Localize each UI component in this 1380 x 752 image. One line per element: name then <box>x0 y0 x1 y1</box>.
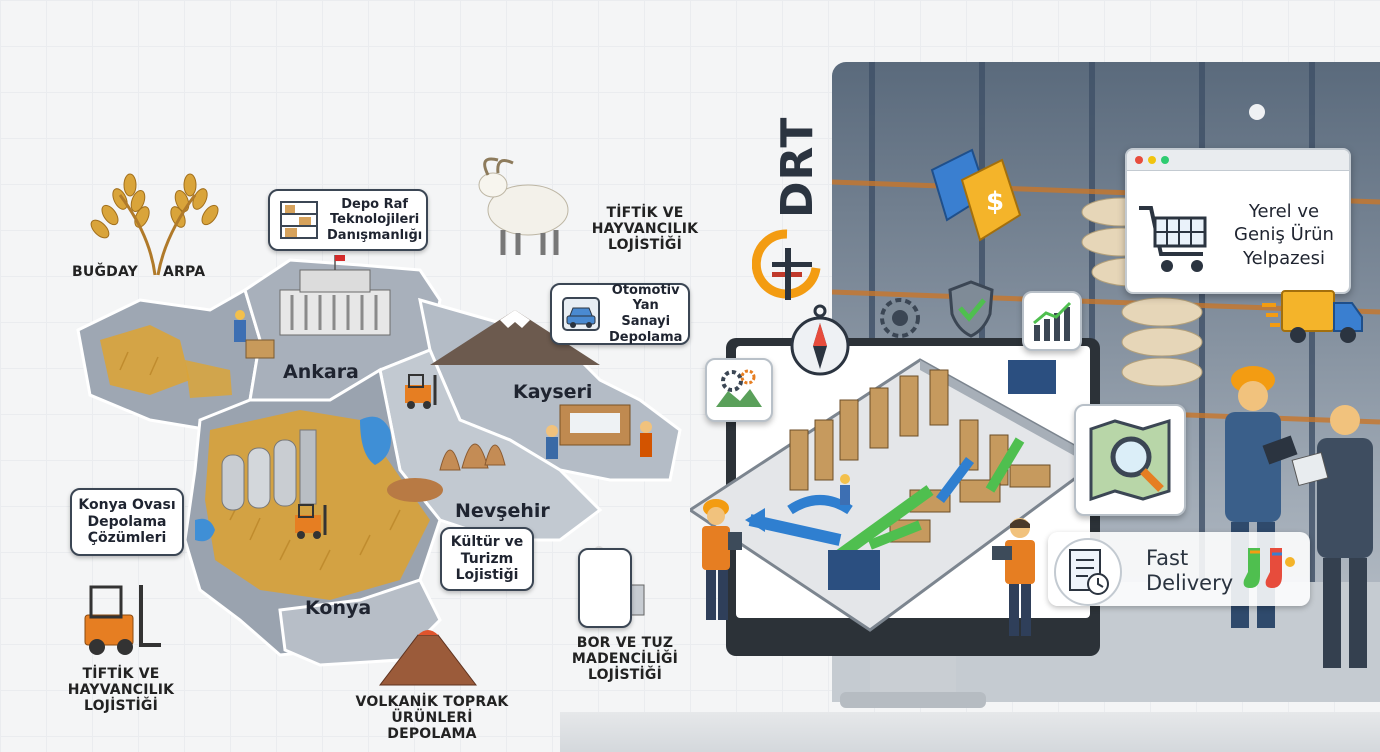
price-tag-icon: $ <box>930 148 1022 242</box>
car-icon <box>562 297 600 331</box>
socks-icon <box>1243 548 1295 588</box>
card-konya-ovasi: Konya Ovası Depolama Çözümleri <box>70 488 184 556</box>
compass-icon <box>790 304 850 376</box>
shopping-cart-icon <box>1139 206 1207 272</box>
forklift-icon-konya <box>295 504 327 539</box>
flow-arrows <box>745 437 1025 560</box>
monitor-base <box>840 692 986 708</box>
card-kultur: Kültür ve Turizm Lojistiği <box>440 527 534 591</box>
label-tiftik-bottom: TİFTİK VE HAYVANCILIK LOJİSTİĞİ <box>67 666 175 715</box>
fast-delivery-panel: Fast Delivery <box>1048 532 1310 606</box>
card-otomotiv-text: Otomotiv Yan Sanayi Depolama <box>609 282 683 345</box>
shop-window-panel: Yerel ve Geniş Ürün Yelpazesi <box>1125 148 1351 294</box>
desk-surface <box>560 712 1380 752</box>
map-search-tile <box>1074 404 1186 516</box>
card-depo-raf: Depo Raf Teknolojileri Danışmanlığı <box>268 189 428 251</box>
warehouse-sign-lower <box>828 550 880 590</box>
window-maximize-dot <box>1161 156 1169 164</box>
forklift-icon-large <box>84 585 161 655</box>
svg-text:$: $ <box>986 187 1004 217</box>
worker-icon-ankara <box>234 310 246 342</box>
growth-chart-icon <box>1033 301 1072 341</box>
card-factory-frame <box>578 548 632 628</box>
monitor-stand <box>870 656 956 696</box>
brand-name: DRT <box>772 116 823 218</box>
grain-silos-icon <box>221 429 317 511</box>
crop-label-barley: ARPA <box>163 264 206 280</box>
card-otomotiv: Otomotiv Yan Sanayi Depolama <box>550 283 690 345</box>
city-label-konya: Konya <box>305 597 372 619</box>
goat-icon <box>478 157 569 255</box>
brand-wordmark: DRT <box>770 116 823 220</box>
growth-chart-tile <box>1022 291 1082 351</box>
shield-check-icon <box>948 280 994 338</box>
workers-in-warehouse <box>1225 366 1373 668</box>
document-clock-tile <box>1054 538 1122 606</box>
worker-with-tablet-left <box>702 499 742 620</box>
textile-loom-icon <box>546 404 652 459</box>
shop-window-titlebar <box>1127 150 1349 171</box>
fast-delivery-text: Fast Delivery <box>1146 546 1234 596</box>
cave-dwelling-icon <box>387 478 443 502</box>
pallet-icon-ankara <box>245 339 275 359</box>
regional-map <box>76 157 682 686</box>
lake <box>360 416 391 465</box>
card-depo-raf-text: Depo Raf Teknolojileri Danışmanlığı <box>327 196 423 243</box>
warehouse-sign <box>1008 360 1056 394</box>
city-label-nevsehir: Nevşehir <box>455 500 550 522</box>
parliament-building-icon <box>279 255 391 336</box>
label-bor-tuz: BOR VE TUZ MADENCİLİĞİ LOJİSTİĞİ <box>571 635 679 684</box>
map-gear-icon <box>716 369 762 407</box>
worker-with-laptop <box>992 518 1035 636</box>
crop-label-wheat: BUĞDAY <box>72 264 138 280</box>
mountain-icon <box>430 310 600 365</box>
card-kultur-text: Kültür ve Turizm Lojistiği <box>450 533 524 584</box>
map-search-icon <box>1089 418 1171 502</box>
forklift-icon-ankara <box>405 374 437 409</box>
wheat-field-west <box>100 325 232 398</box>
worker-icon-screen <box>840 474 850 505</box>
isometric-warehouse-diagram <box>690 358 1103 632</box>
volcano-icon <box>378 630 478 686</box>
city-label-ankara: Ankara <box>283 361 359 383</box>
ceiling-light <box>1249 104 1265 120</box>
window-minimize-dot <box>1148 156 1156 164</box>
window-close-dot <box>1135 156 1143 164</box>
lake-small <box>195 518 215 542</box>
city-label-kayseri: Kayseri <box>513 381 593 403</box>
delivery-truck-icon <box>1262 290 1363 343</box>
label-volkanik: VOLKANİK TOPRAK ÜRÜNLERİ DEPOLAMA <box>355 694 509 743</box>
document-clock-icon <box>1069 549 1109 595</box>
shelf-boxes-icon <box>280 201 318 239</box>
brand-logo-icon <box>752 229 821 300</box>
gear-icon <box>880 298 920 338</box>
fairy-chimneys-icon <box>439 443 506 471</box>
map-gear-tile <box>705 358 773 422</box>
wheat-icon <box>90 173 219 276</box>
card-konya-ovasi-text: Konya Ovası Depolama Çözümleri <box>78 496 176 547</box>
label-tiftik-top: TİFTİK VE HAYVANCILIK LOJİSTİĞİ <box>591 205 699 254</box>
shop-panel-text: Yerel ve Geniş Ürün Yelpazesi <box>1234 201 1334 269</box>
